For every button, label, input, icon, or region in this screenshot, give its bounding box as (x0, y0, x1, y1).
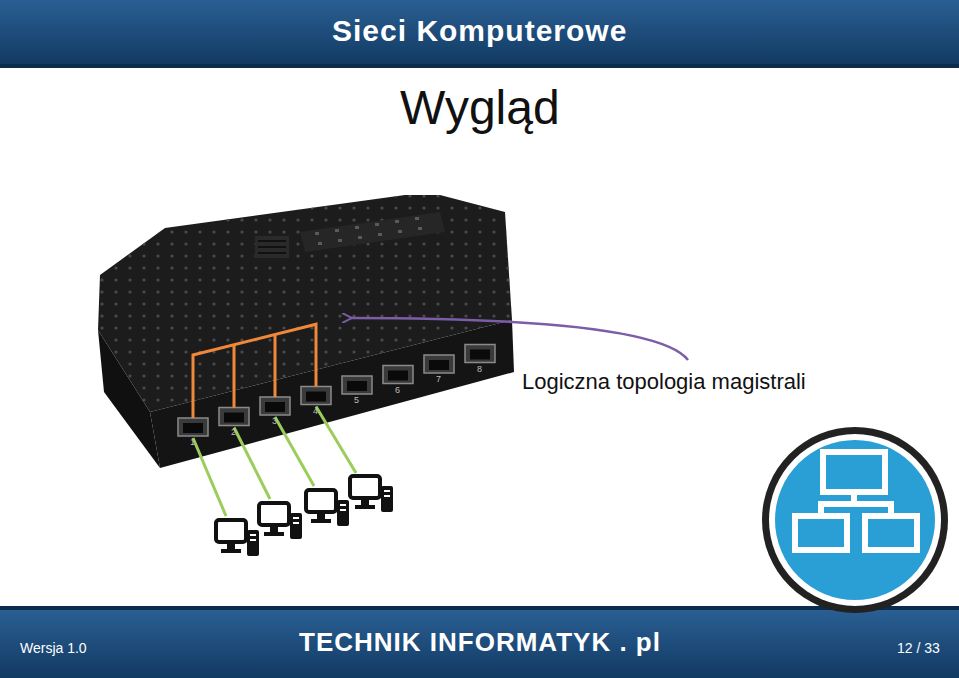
header-title: Sieci Komputerowe (332, 14, 627, 48)
version-label: Wersja 1.0 (20, 640, 87, 656)
computer-icons (216, 476, 393, 556)
callout-label: Logiczna topologia magistrali (522, 369, 806, 395)
port-number: 7 (436, 374, 441, 384)
slide-title: Wygląd (400, 80, 560, 135)
port-number: 8 (477, 364, 482, 374)
port-number: 6 (395, 385, 400, 395)
network-switch (98, 195, 514, 468)
footer-rule (0, 606, 959, 610)
header-bar (0, 0, 959, 64)
header-rule (0, 64, 959, 68)
port-number: 1 (190, 437, 195, 447)
port-number: 3 (272, 416, 277, 426)
page-number: 12 / 33 (897, 640, 940, 656)
port-number: 5 (354, 395, 359, 405)
port-number: 4 (313, 406, 318, 416)
topology-icon (762, 427, 948, 613)
patch-cables (193, 407, 356, 517)
logical-bus (193, 324, 316, 418)
leader-arrow (350, 318, 688, 360)
footer-bar (0, 610, 959, 678)
footer-brand: TECHNIK INFORMATYK . pl (299, 627, 661, 658)
port-number: 2 (231, 427, 236, 437)
